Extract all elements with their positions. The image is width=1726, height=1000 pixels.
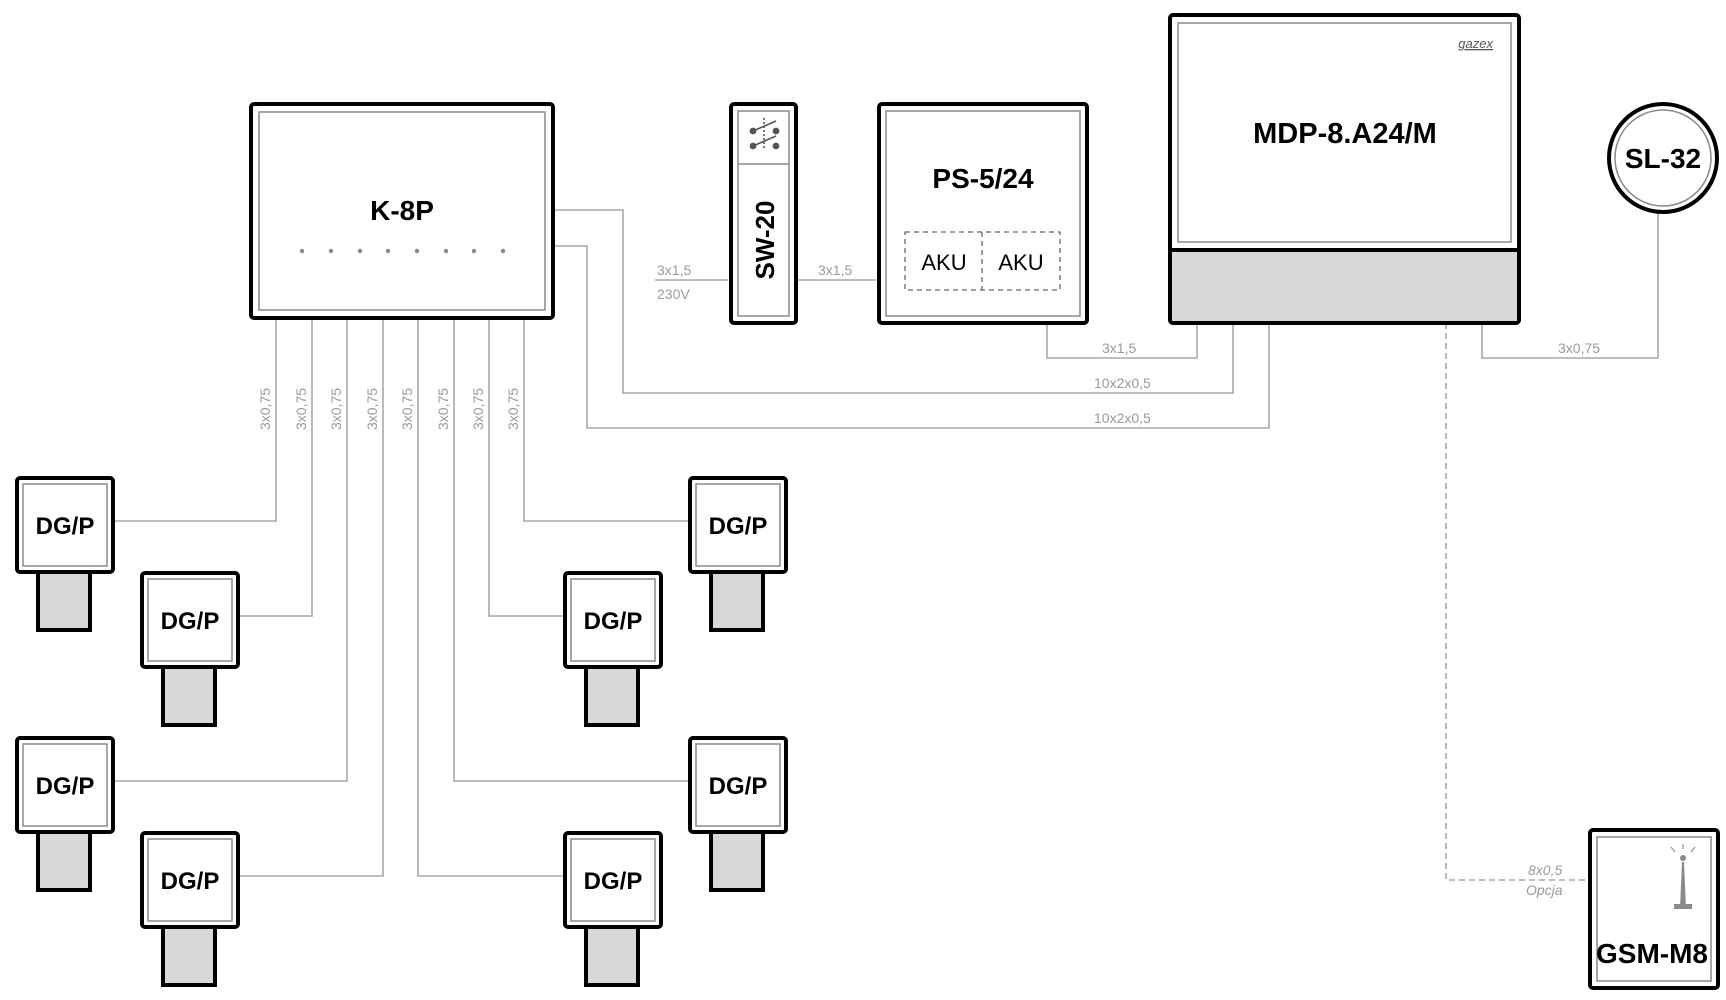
sw20-label: SW-20 <box>750 201 780 280</box>
cable-label-detector-4: 3x0,75 <box>364 388 380 430</box>
brand-logo: gazex <box>1458 36 1493 51</box>
mdp-label: MDP-8.A24/M <box>1253 118 1437 150</box>
cable-label-signaller: 3x0,75 <box>1558 340 1600 356</box>
wire-psu-module <box>1046 323 1198 359</box>
wire-detector-2 <box>240 318 313 617</box>
cable-label-detector-8: 3x0,75 <box>505 388 521 430</box>
wire-detector-1 <box>115 318 277 522</box>
cable-label-detector-7: 3x0,75 <box>470 388 486 430</box>
wire-detector-6 <box>453 318 690 782</box>
ps524-power-supply: PS-5/24 AKU AKU <box>877 102 1089 325</box>
gsm-module: GSM-M8 <box>1588 828 1720 990</box>
detector: DG/P <box>688 476 788 632</box>
detector-label: DG/P <box>584 608 643 635</box>
detector: DG/P <box>15 736 115 892</box>
wire-gsm <box>1445 323 1588 881</box>
k8p-indicator-dots <box>299 248 506 254</box>
detector: DG/P <box>15 476 115 632</box>
detector: DG/P <box>140 571 240 727</box>
detector-label: DG/P <box>709 513 768 540</box>
battery-label-2: AKU <box>998 250 1043 275</box>
k8p-label: K-8P <box>370 195 434 226</box>
wire-detector-4 <box>240 318 384 877</box>
wires <box>115 208 1659 881</box>
antenna-icon <box>1670 844 1696 909</box>
sw20-switch: SW-20 <box>729 102 798 325</box>
detector-label: DG/P <box>584 868 643 895</box>
cable-label-psu-module: 3x1,5 <box>1102 340 1136 356</box>
sl32-signaller: SL-32 <box>1607 102 1719 214</box>
k8p-controller: K-8P <box>249 102 555 320</box>
ps524-label: PS-5/24 <box>932 163 1034 194</box>
cable-label-detector-3: 3x0,75 <box>328 388 344 430</box>
cable-labels: 3x1,5 230V 3x1,5 3x1,5 10x2x0,5 10x2x0,5… <box>257 262 1600 898</box>
detector-label: DG/P <box>36 773 95 800</box>
detector-label: DG/P <box>161 868 220 895</box>
cable-label-gsm: 8x0,5 <box>1528 862 1562 878</box>
cable-label-detector-1: 3x0,75 <box>257 388 273 430</box>
gsm-label: GSM-M8 <box>1596 938 1708 969</box>
cable-label-voltage: 230V <box>657 286 690 302</box>
cable-label-detector-5: 3x0,75 <box>399 388 415 430</box>
detector: DG/P <box>688 736 788 892</box>
wire-detector-8 <box>523 318 690 522</box>
wire-detector-5 <box>417 318 565 877</box>
detector: DG/P <box>140 831 240 987</box>
detector-label: DG/P <box>709 773 768 800</box>
cable-label-switch-psu: 3x1,5 <box>818 262 852 278</box>
wire-bus-2 <box>555 245 1270 429</box>
switch-symbol-icon <box>749 118 780 150</box>
wire-detector-3 <box>115 318 348 782</box>
wire-bus-1 <box>555 209 1234 394</box>
wire-detector-7 <box>488 318 565 617</box>
cable-label-bus-1: 10x2x0,5 <box>1094 375 1151 391</box>
detector-label: DG/P <box>161 608 220 635</box>
mdp-footer-panel <box>1172 250 1517 321</box>
cable-label-bus-2: 10x2x0,5 <box>1094 410 1151 426</box>
cable-label-detector-6: 3x0,75 <box>435 388 451 430</box>
cable-label-gsm-optional: Opcja <box>1526 882 1563 898</box>
mdp-module: MDP-8.A24/M gazex <box>1168 13 1521 325</box>
detector-label: DG/P <box>36 513 95 540</box>
cable-label-mains: 3x1,5 <box>657 262 691 278</box>
wire-signaller <box>1481 208 1659 359</box>
detector: DG/P <box>563 831 663 987</box>
sl32-label: SL-32 <box>1625 143 1701 174</box>
detector: DG/P <box>563 571 663 727</box>
cable-label-detector-2: 3x0,75 <box>293 388 309 430</box>
battery-label-1: AKU <box>921 250 966 275</box>
